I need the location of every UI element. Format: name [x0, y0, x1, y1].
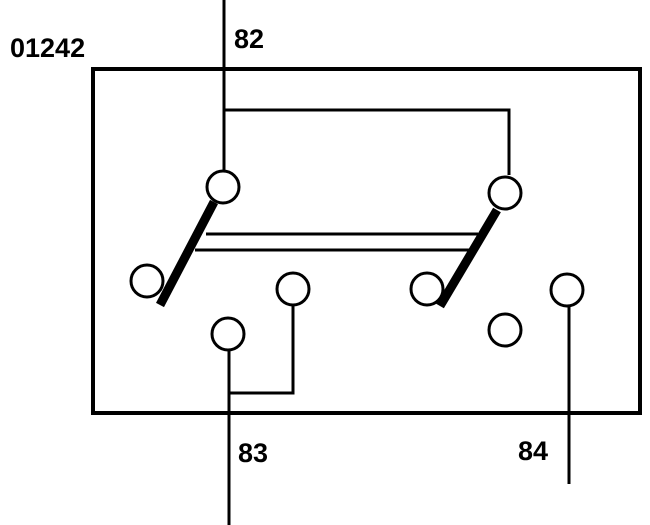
contact-82-left	[205, 169, 241, 205]
switch-blade-right	[436, 207, 501, 309]
contact-84	[549, 272, 585, 308]
wire-83-bridge	[229, 305, 295, 395]
terminal-label-82: 82	[234, 24, 264, 54]
switch-blade-left	[156, 199, 218, 308]
contact-unused	[487, 312, 523, 348]
part-number-label: 01242	[10, 33, 85, 63]
contact-pivot-right	[409, 271, 445, 307]
contact-82-right	[487, 175, 523, 211]
contact-pivot-left	[129, 263, 165, 299]
wire-82-bridge	[224, 108, 511, 175]
contact-83-lower	[210, 316, 246, 352]
terminal-label-84: 84	[518, 436, 548, 466]
terminal-label-83: 83	[238, 438, 268, 468]
contact-83-upper	[275, 271, 311, 307]
switch-housing	[91, 67, 642, 415]
